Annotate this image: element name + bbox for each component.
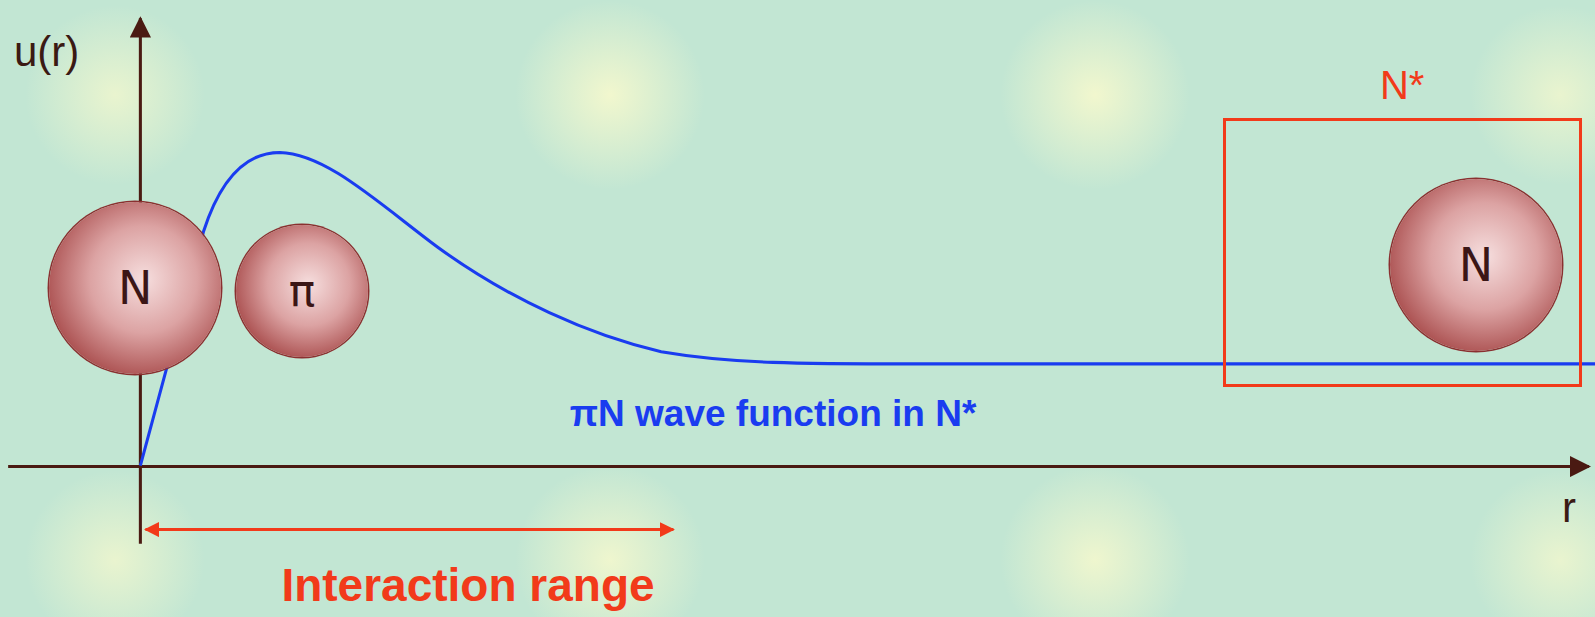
curve-caption: πN wave function in N*: [570, 393, 977, 435]
range-arrow: [145, 528, 673, 531]
particle-name: N: [118, 261, 152, 315]
particle-circle: π: [236, 225, 368, 357]
particle-name: N: [1459, 238, 1493, 292]
particle-circle: N: [1390, 179, 1562, 351]
resonance-label: N*: [1380, 63, 1424, 108]
axis-label: r: [1562, 484, 1576, 532]
r-axis: [8, 465, 1589, 468]
wave-function-curve: [140, 152, 1595, 465]
range-label: Interaction range: [281, 558, 654, 612]
particle-name: π: [289, 265, 316, 316]
resonance-box: N*N: [1223, 118, 1582, 387]
axis-label: u(r): [14, 28, 79, 76]
particle-circle: N: [49, 202, 221, 374]
